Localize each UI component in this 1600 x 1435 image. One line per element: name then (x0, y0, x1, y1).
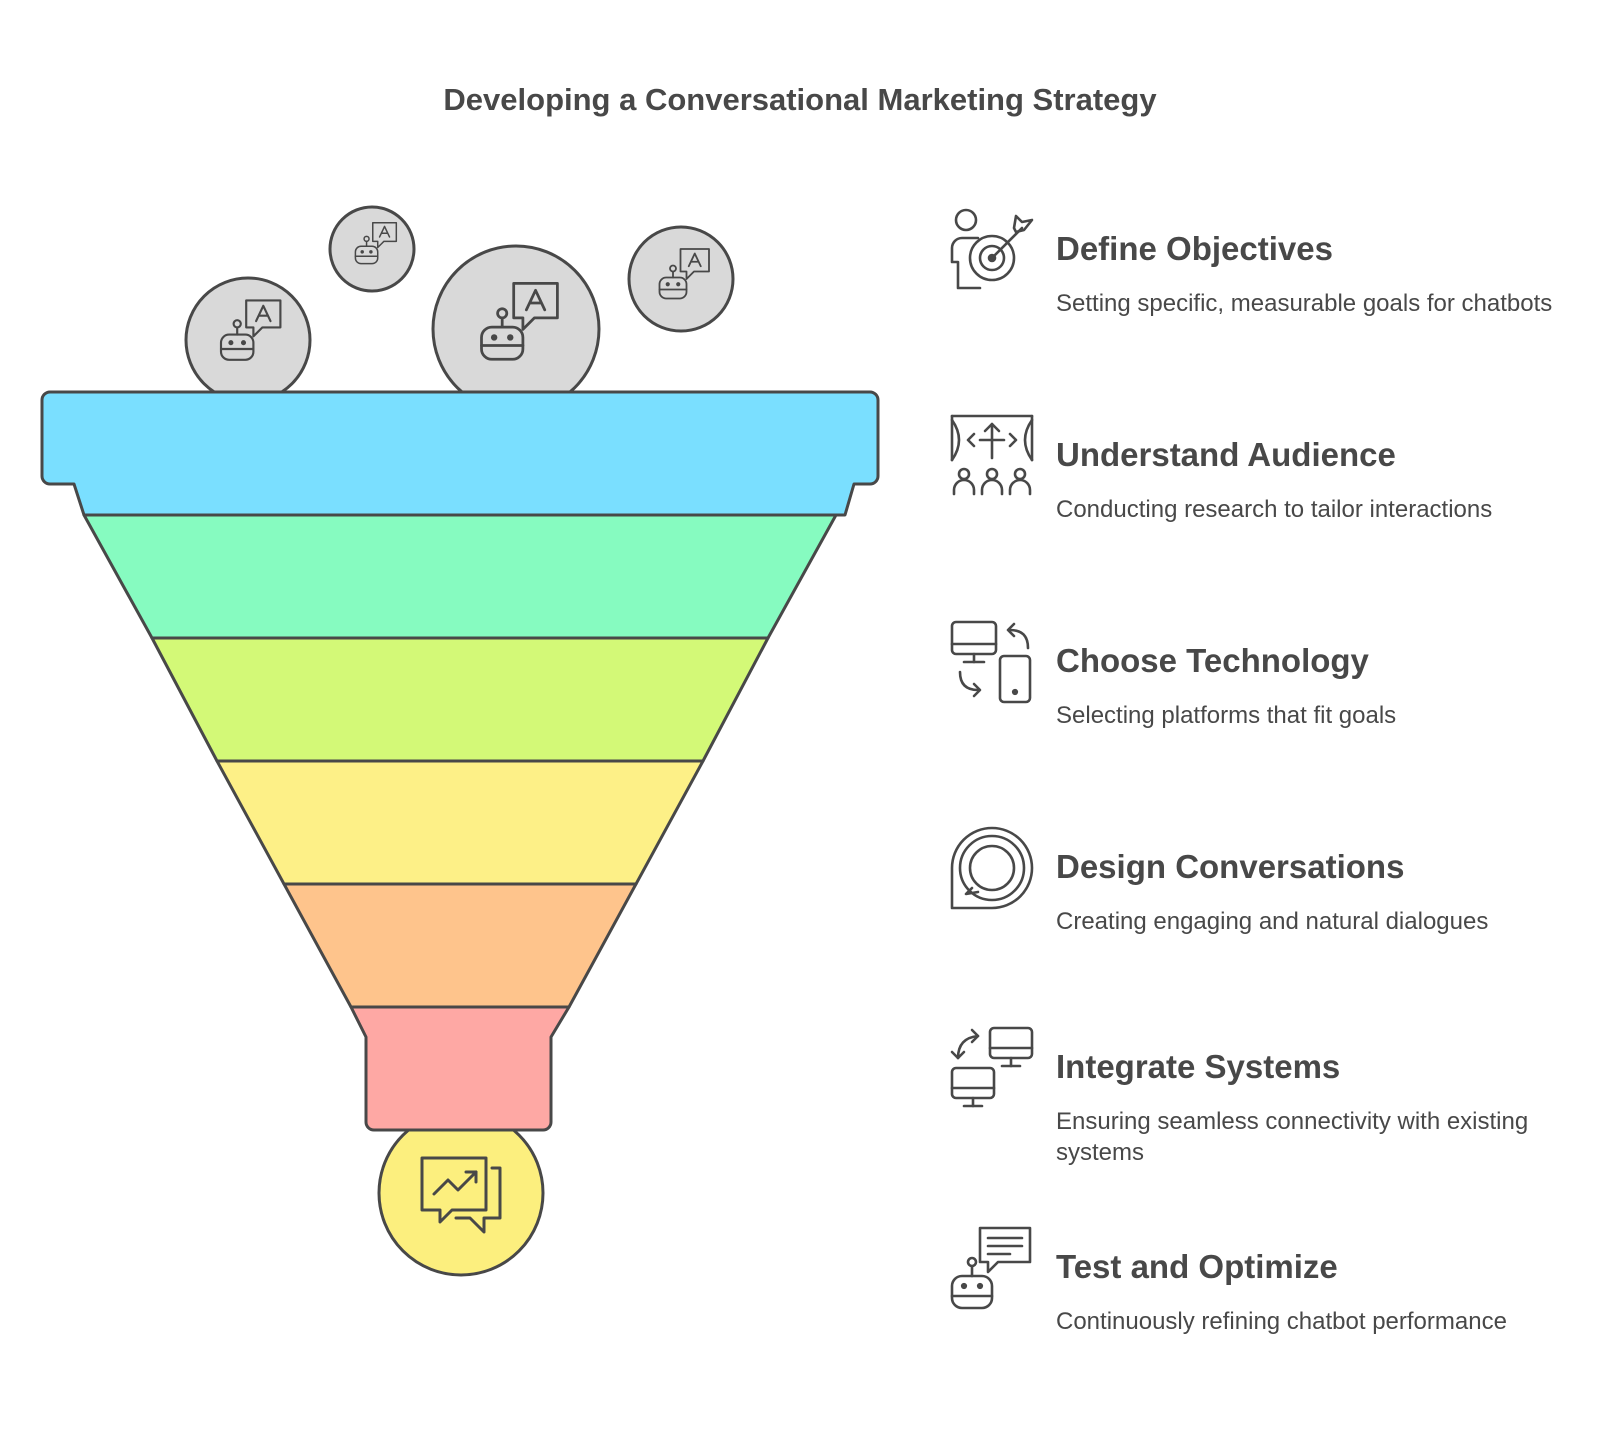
step-title: Integrate Systems (1056, 1048, 1341, 1085)
step-title: Design Conversations (1056, 848, 1405, 885)
top-circle-3 (431, 244, 601, 414)
funnel-tier-2 (82, 513, 838, 640)
top-circle-4 (627, 225, 735, 333)
funnel-tier-4 (215, 759, 705, 886)
step-description: Selecting platforms that fit goals (1056, 702, 1397, 729)
audience-stage-icon (950, 414, 1034, 496)
funnel-tier-1 (40, 390, 880, 517)
diagram-title: Developing a Conversational Marketing St… (443, 82, 1157, 117)
step-description: Creating engaging and natural dialogues (1056, 908, 1489, 935)
step-title: Define Objectives (1056, 230, 1333, 267)
step-description: Continuously refining chatbot performanc… (1056, 1308, 1507, 1335)
step-description: Ensuring seamless connectivity with exis… (1056, 1108, 1529, 1166)
funnel-tier-3 (150, 636, 770, 763)
trend-chat-icon (420, 1156, 502, 1234)
step-title: Test and Optimize (1056, 1248, 1338, 1285)
funnel-graphic (40, 205, 880, 1277)
chat-bubble-icon (950, 826, 1034, 910)
funnel-tier-5 (282, 882, 638, 1009)
top-circle-2 (328, 205, 416, 293)
step-description: Conducting research to tailor interactio… (1056, 496, 1493, 523)
step-title: Understand Audience (1056, 436, 1396, 473)
devices-sync-icon (950, 620, 1032, 704)
target-person-icon (950, 208, 1034, 290)
step-title: Choose Technology (1056, 642, 1369, 679)
bottom-circle (377, 1109, 545, 1277)
step-description: Setting specific, measurable goals for c… (1056, 290, 1553, 317)
monitors-connect-icon (950, 1026, 1034, 1108)
robot-message-icon (950, 1226, 1032, 1310)
top-circle-1 (184, 276, 312, 404)
funnel-tier-6 (349, 1005, 571, 1132)
